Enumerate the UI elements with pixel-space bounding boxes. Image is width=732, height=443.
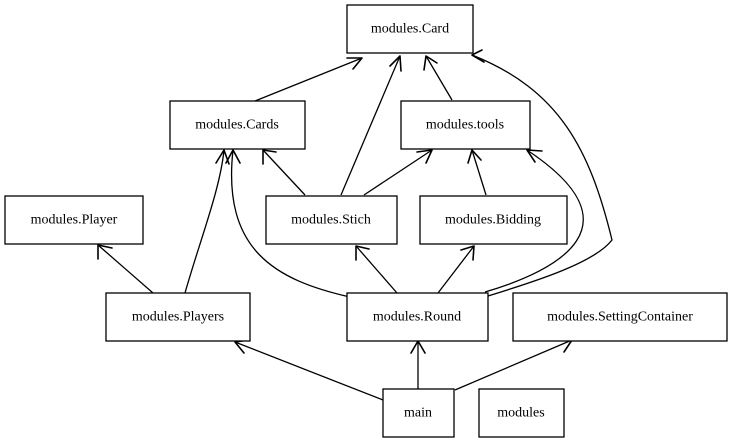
edge-round-to-tools — [484, 149, 584, 293]
node-box — [169, 100, 306, 150]
edge-stich-to-tools — [363, 149, 433, 196]
node-box — [478, 388, 565, 438]
node-label: modules.tools — [426, 118, 504, 133]
node-modules-cards: modules.Cards — [169, 100, 306, 150]
edges — [97, 49, 613, 401]
node-main: main — [382, 388, 455, 438]
arrowhead-players-to-player — [97, 244, 113, 260]
edge-stich-to-card — [340, 55, 401, 196]
arrowhead-round-to-stich — [355, 245, 370, 261]
edge-players-to-player — [97, 244, 154, 294]
node-label: modules.Cards — [195, 118, 279, 133]
arrowhead-tools-to-card — [423, 55, 438, 71]
edge-stich-to-cards — [262, 149, 306, 196]
node-label: modules.Round — [373, 310, 461, 325]
node-modules-tools: modules.tools — [400, 100, 531, 150]
node-modules-bidding: modules.Bidding — [419, 195, 568, 245]
arrowhead-stich-to-card — [389, 55, 402, 72]
node-modules: modules — [478, 388, 565, 438]
edge-main-to-players — [234, 341, 384, 401]
node-label: modules.Card — [371, 22, 449, 37]
edge-round-to-stich — [355, 245, 398, 294]
arrowhead-stich-to-tools — [416, 149, 433, 164]
node-box — [400, 100, 531, 150]
node-box — [346, 4, 474, 54]
arrowhead-cards-to-card — [346, 57, 363, 70]
node-modules-setting-container: modules.SettingContainer — [512, 292, 728, 342]
node-label: modules.SettingContainer — [547, 310, 693, 325]
node-box — [346, 292, 489, 342]
node-modules-players: modules.Players — [105, 292, 251, 342]
edge-tools-to-card — [425, 55, 453, 101]
node-box — [419, 195, 568, 245]
edge-round-to-bidding — [437, 245, 475, 294]
node-box — [105, 292, 251, 342]
arrowhead-round-to-bidding — [460, 245, 475, 261]
arrowhead-round-to-cards — [225, 149, 241, 164]
arrowhead-stich-to-cards — [262, 149, 277, 165]
node-label: main — [404, 406, 432, 421]
arrowhead-bidding-to-tools — [467, 149, 482, 164]
edge-players-to-cards — [184, 149, 225, 294]
node-box — [4, 195, 144, 245]
node-box — [265, 195, 398, 245]
edge-main-to-setting-container — [454, 339, 573, 391]
node-label: modules.Players — [132, 310, 224, 325]
node-modules-round: modules.Round — [346, 292, 489, 342]
arrowhead-round-to-card — [471, 49, 485, 63]
node-modules-card: modules.Card — [346, 4, 474, 54]
node-label: modules — [497, 406, 544, 421]
node-modules-stich: modules.Stich — [265, 195, 398, 245]
edge-cards-to-card — [254, 57, 363, 102]
node-box — [512, 292, 728, 342]
node-label: modules.Bidding — [445, 213, 541, 228]
node-box — [382, 388, 455, 438]
edge-round-to-cards — [231, 149, 351, 298]
edge-bidding-to-tools — [471, 149, 487, 196]
edge-round-to-card — [471, 54, 613, 297]
node-label: modules.Player — [31, 213, 118, 228]
arrowhead-round-to-tools — [526, 149, 543, 163]
node-modules-player: modules.Player — [4, 195, 144, 245]
node-label: modules.Stich — [291, 213, 371, 228]
